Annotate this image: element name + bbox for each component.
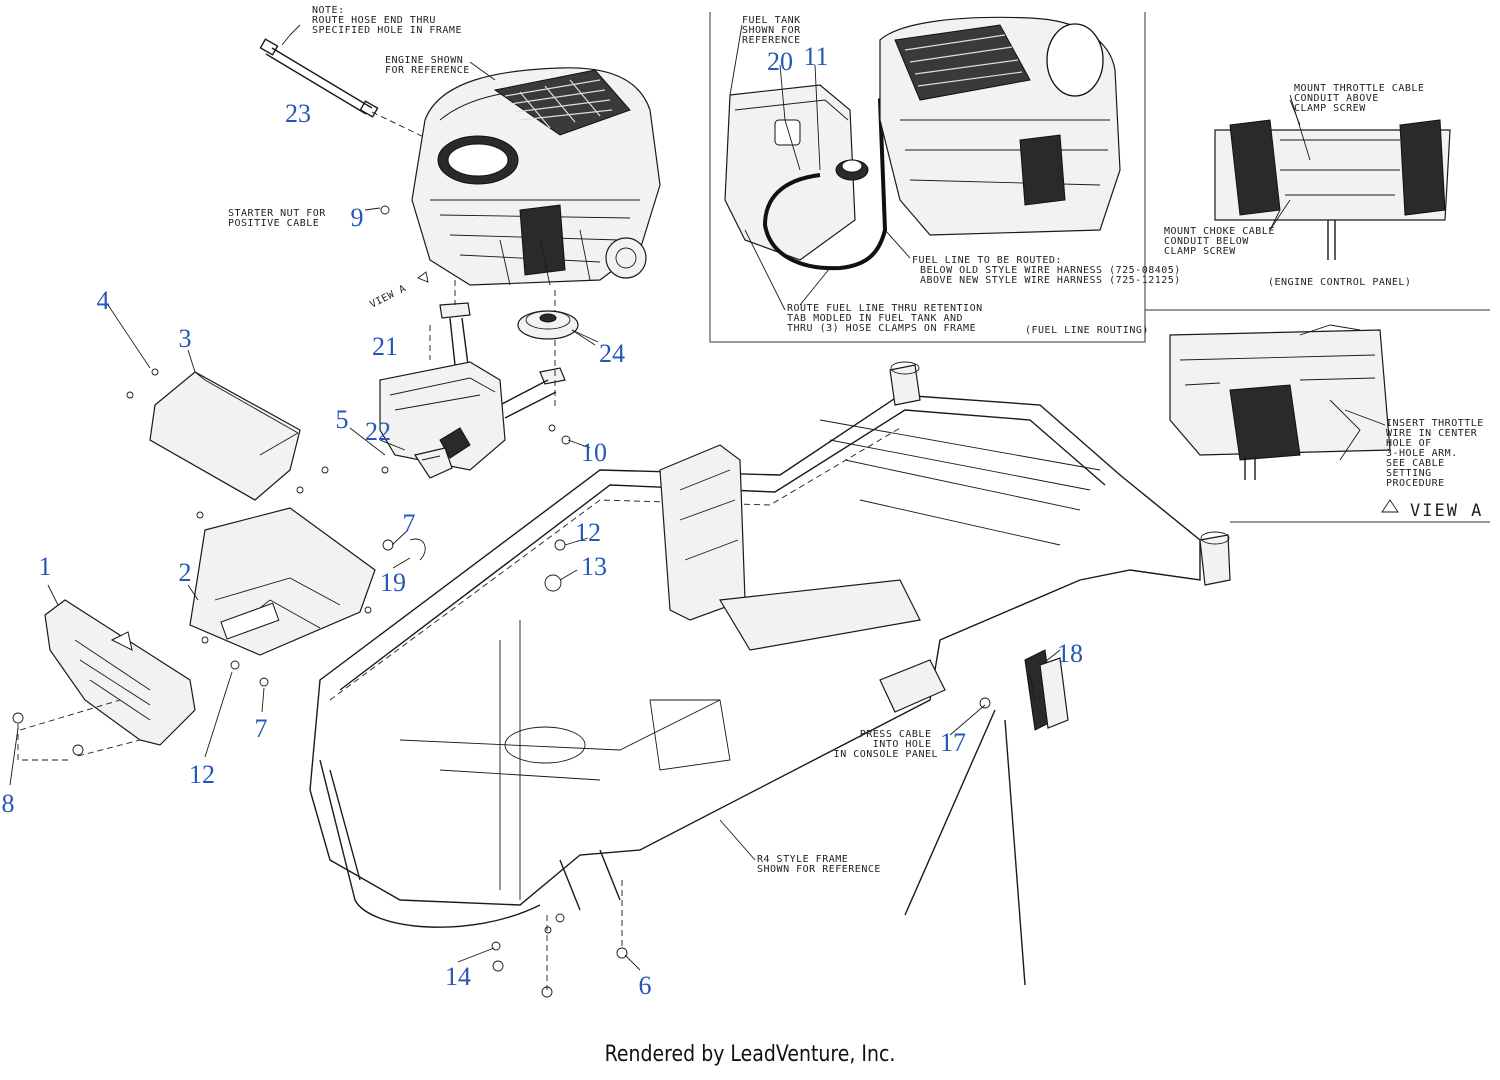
callout-14: 14 bbox=[445, 962, 471, 991]
callout-7-upper: 7 bbox=[403, 509, 416, 538]
callout-12-upper: 12 bbox=[575, 518, 601, 547]
callout-1: 1 bbox=[39, 552, 52, 581]
fuel-tank-part bbox=[724, 84, 892, 271]
callout-21: 21 bbox=[372, 332, 398, 361]
callout-9: 9 bbox=[351, 203, 364, 232]
callout-17: 17 bbox=[940, 728, 966, 757]
callout-numbers: 1 2 3 4 5 6 7 7 8 9 10 11 12 12 13 14 17… bbox=[2, 42, 1084, 1000]
callout-22: 22 bbox=[365, 417, 391, 446]
note-view-a-label: VIEW A bbox=[368, 283, 408, 311]
callout-19: 19 bbox=[380, 568, 406, 597]
callout-2: 2 bbox=[179, 558, 192, 587]
note-starter-nut: STARTER NUT FOR POSITIVE CABLE bbox=[228, 208, 332, 229]
note-r4-frame: R4 STYLE FRAME SHOWN FOR REFERENCE bbox=[757, 854, 881, 875]
view-a-arrow-icon bbox=[417, 271, 429, 283]
heat-shield-part bbox=[149, 371, 301, 501]
engine-part bbox=[411, 67, 661, 286]
callout-11: 11 bbox=[803, 42, 828, 71]
callout-20: 20 bbox=[767, 47, 793, 76]
fuel-inset-engine bbox=[879, 16, 1121, 236]
note-mount-throttle: MOUNT THROTTLE CABLE CONDUIT ABOVE CLAMP… bbox=[1294, 83, 1431, 114]
note-hose-route: NOTE: ROUTE HOSE END THRU SPECIFIED HOLE… bbox=[312, 5, 462, 36]
note-fuel-line-routed: FUEL LINE TO BE ROUTED: BELOW OLD STYLE … bbox=[912, 255, 1187, 286]
note-fuel-line-routing-caption: (FUEL LINE ROUTING) bbox=[1025, 325, 1149, 336]
leader-lines bbox=[9, 24, 1386, 971]
view-a-marker-icon bbox=[1381, 499, 1399, 513]
callout-6: 6 bbox=[639, 971, 652, 1000]
note-fuel-tank-reference: FUEL TANK SHOWN FOR REFERENCE bbox=[742, 15, 807, 46]
note-press-cable: PRESS CABLE INTO HOLE IN CONSOLE PANEL bbox=[834, 729, 938, 760]
muffler-part bbox=[379, 361, 506, 479]
callout-23: 23 bbox=[285, 99, 311, 128]
callout-8: 8 bbox=[2, 789, 15, 818]
fuel-hose-part bbox=[259, 38, 431, 141]
engine-cooling-grille bbox=[493, 69, 631, 136]
callout-13: 13 bbox=[581, 552, 607, 581]
mounting-bracket-part bbox=[189, 507, 376, 656]
note-engine-reference: ENGINE SHOWN FOR REFERENCE bbox=[385, 55, 470, 76]
callout-24: 24 bbox=[599, 339, 625, 368]
throttle-control-part bbox=[904, 649, 1069, 986]
callout-3: 3 bbox=[179, 324, 192, 353]
engine-control-panel-drawing bbox=[1214, 99, 1451, 260]
console-bracket-part bbox=[659, 444, 946, 713]
callout-12-lower: 12 bbox=[189, 760, 215, 789]
footer-credit: Rendered by LeadVenture, Inc. bbox=[604, 1042, 896, 1067]
note-route-fuel-line: ROUTE FUEL LINE THRU RETENTION TAB MODLE… bbox=[787, 303, 989, 334]
view-a-drawing bbox=[1169, 324, 1391, 480]
fuel-line-routing-inset bbox=[709, 12, 1490, 523]
callout-4: 4 bbox=[97, 286, 110, 315]
pulley-part bbox=[517, 310, 596, 346]
callout-7-lower: 7 bbox=[255, 714, 268, 743]
view-a-title: VIEW A bbox=[1410, 501, 1483, 521]
note-mount-choke: MOUNT CHOKE CABLE CONDUIT BELOW CLAMP SC… bbox=[1164, 226, 1281, 257]
exhaust-pipe-part bbox=[429, 280, 566, 419]
callout-18: 18 bbox=[1057, 639, 1083, 668]
front-plate-part bbox=[44, 599, 196, 746]
callout-5: 5 bbox=[336, 405, 349, 434]
note-insert-throttle: INSERT THROTTLE WIRE IN CENTER HOLE OF 3… bbox=[1386, 418, 1490, 489]
callout-10: 10 bbox=[581, 438, 607, 467]
note-engine-control-panel-caption: (ENGINE CONTROL PANEL) bbox=[1268, 277, 1411, 288]
fasteners bbox=[12, 205, 628, 998]
